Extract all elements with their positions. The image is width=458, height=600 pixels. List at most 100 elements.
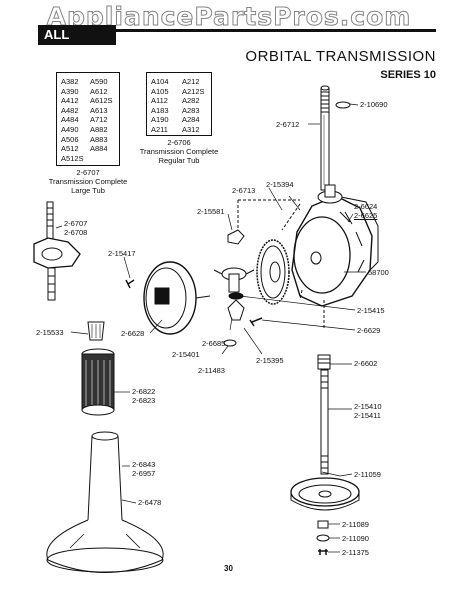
- filter-part-15533: [87, 321, 105, 341]
- label-part-6957: 2-6957: [132, 469, 156, 478]
- model-column-2: A590 A612 A612S A613 A712 A882 A883 A884: [90, 77, 113, 154]
- label-part-11375: 2-11375: [342, 548, 369, 557]
- pin-part-6629: [249, 317, 263, 327]
- model-number: A112: [151, 96, 168, 106]
- model-number: A390: [61, 86, 79, 96]
- caption-part-number: 2-6707: [76, 168, 100, 177]
- label-part-15415: 2-15415: [357, 306, 385, 315]
- label-part-58700: 58700: [368, 268, 389, 277]
- label-part-6628: 2-6628: [121, 329, 145, 338]
- model-list-large-tub: A382 A390 A412 A482 A484 A490 A506 A512 …: [56, 72, 120, 166]
- model-number: A882: [90, 124, 108, 134]
- label-part-6625: 2-6625: [354, 211, 378, 220]
- crank-part-15415: [213, 267, 255, 300]
- label-part-6712: 2-6712: [276, 120, 300, 129]
- model-column-1: A104 A105 A112 A183 A190 A211: [151, 77, 169, 135]
- label-part-15410: 2-15410: [354, 402, 382, 411]
- shaft-part-15410: [320, 369, 329, 475]
- label-part-6629: 2-6629: [357, 326, 381, 335]
- series-label: SERIES 10: [380, 69, 436, 81]
- model-number: A612S: [90, 96, 113, 106]
- pulley-part-11059: [290, 477, 360, 511]
- label-part-15417: 2-15417: [108, 249, 136, 258]
- model-number: A312: [182, 124, 200, 134]
- transmission-part-6707: [33, 201, 81, 301]
- strainer-part-6822: [81, 348, 115, 416]
- label-part-15533: 2-15533: [36, 328, 64, 337]
- label-part-6823: 2-6823: [132, 396, 156, 405]
- model-number: A283: [182, 105, 200, 115]
- model-number: A613: [90, 105, 108, 115]
- model-number: A212S: [182, 86, 205, 96]
- label-part-6685: 2-6685: [202, 339, 226, 348]
- label-part-6602: 2-6602: [354, 359, 378, 368]
- agitator-part-6843: [46, 431, 164, 573]
- label-part-6707: 2-6707: [64, 219, 88, 228]
- o-ring-part-10690: [335, 101, 351, 109]
- page-title: ORBITAL TRANSMISSION: [245, 48, 436, 65]
- label-part-6624: 2-6624: [354, 202, 378, 211]
- label-part-15395: 2-15395: [256, 356, 284, 365]
- model-number: A211: [151, 124, 168, 134]
- label-part-6478: 2-6478: [138, 498, 162, 507]
- model-number: A512: [61, 144, 79, 154]
- model-number: A883: [90, 134, 108, 144]
- pinion-part-6685: [227, 299, 245, 321]
- seal-part-6602: [317, 354, 331, 370]
- model-number: A512S: [61, 153, 84, 163]
- gear-part-6713: [256, 239, 290, 305]
- model-number: A284: [182, 115, 200, 125]
- model-number: A212: [182, 77, 200, 86]
- label-part-11090: 2-11090: [342, 534, 369, 543]
- gearcase-part-6624: [291, 184, 379, 307]
- label-part-15401: 2-15401: [172, 350, 200, 359]
- model-number: A382: [61, 77, 79, 86]
- washer-part-11090: [316, 534, 330, 542]
- model-number: A484: [61, 115, 79, 125]
- caption-line: Large Tub: [71, 186, 105, 195]
- shaft-part-6712: [320, 85, 330, 191]
- cover-part-6628: [143, 261, 211, 335]
- nut-part-11089: [317, 520, 329, 529]
- caption-line: Transmission Complete: [139, 147, 219, 156]
- model-number: A282: [182, 96, 200, 106]
- model-column-2: A212 A212S A282 A283 A284 A312: [182, 77, 205, 135]
- label-part-6822: 2-6822: [132, 387, 156, 396]
- model-number: A482: [61, 105, 79, 115]
- label-part-15394: 2-15394: [266, 180, 294, 189]
- caption-regular-tub: 2-6706 Transmission Complete Regular Tub: [130, 138, 228, 165]
- label-part-6843: 2-6843: [132, 460, 156, 469]
- model-number: A412: [61, 96, 79, 106]
- washer-part-11483: [223, 339, 237, 347]
- model-list-regular-tub: A104 A105 A112 A183 A190 A211 A212 A212S…: [146, 72, 212, 136]
- caption-part-number: 2-6706: [167, 138, 191, 147]
- model-number: A884: [90, 144, 108, 154]
- screw-part-11375: [318, 549, 328, 555]
- model-number: A712: [90, 115, 108, 125]
- label-part-6708: 2-6708: [64, 228, 88, 237]
- model-column-1: A382 A390 A412 A482 A484 A490 A506 A512 …: [61, 77, 84, 163]
- bracket-part-15581: [227, 229, 245, 245]
- page-number: 30: [224, 564, 233, 573]
- caption-line: Regular Tub: [158, 156, 200, 165]
- label-part-15581: 2-15581: [197, 207, 225, 216]
- label-part-11059: 2-11059: [354, 470, 381, 479]
- models-tab: ALL MODELS: [38, 25, 116, 62]
- label-part-11089: 2-11089: [342, 520, 369, 529]
- model-number: A105: [151, 86, 169, 96]
- model-number: A104: [151, 77, 169, 86]
- model-number: A590: [90, 77, 108, 86]
- model-number: A183: [151, 105, 169, 115]
- screw-part-15417: [125, 279, 135, 289]
- label-part-6713: 2-6713: [232, 186, 256, 195]
- model-number: A506: [61, 134, 79, 144]
- caption-line: Transmission Complete: [48, 177, 128, 186]
- label-part-11483: 2-11483: [198, 366, 225, 375]
- caption-large-tub: 2-6707 Transmission Complete Large Tub: [38, 168, 138, 195]
- header-rule: [38, 29, 436, 32]
- model-number: A612: [90, 86, 108, 96]
- model-number: A190: [151, 115, 169, 125]
- label-part-10690: 2-10690: [360, 100, 388, 109]
- label-part-15411: 2-15411: [354, 411, 381, 420]
